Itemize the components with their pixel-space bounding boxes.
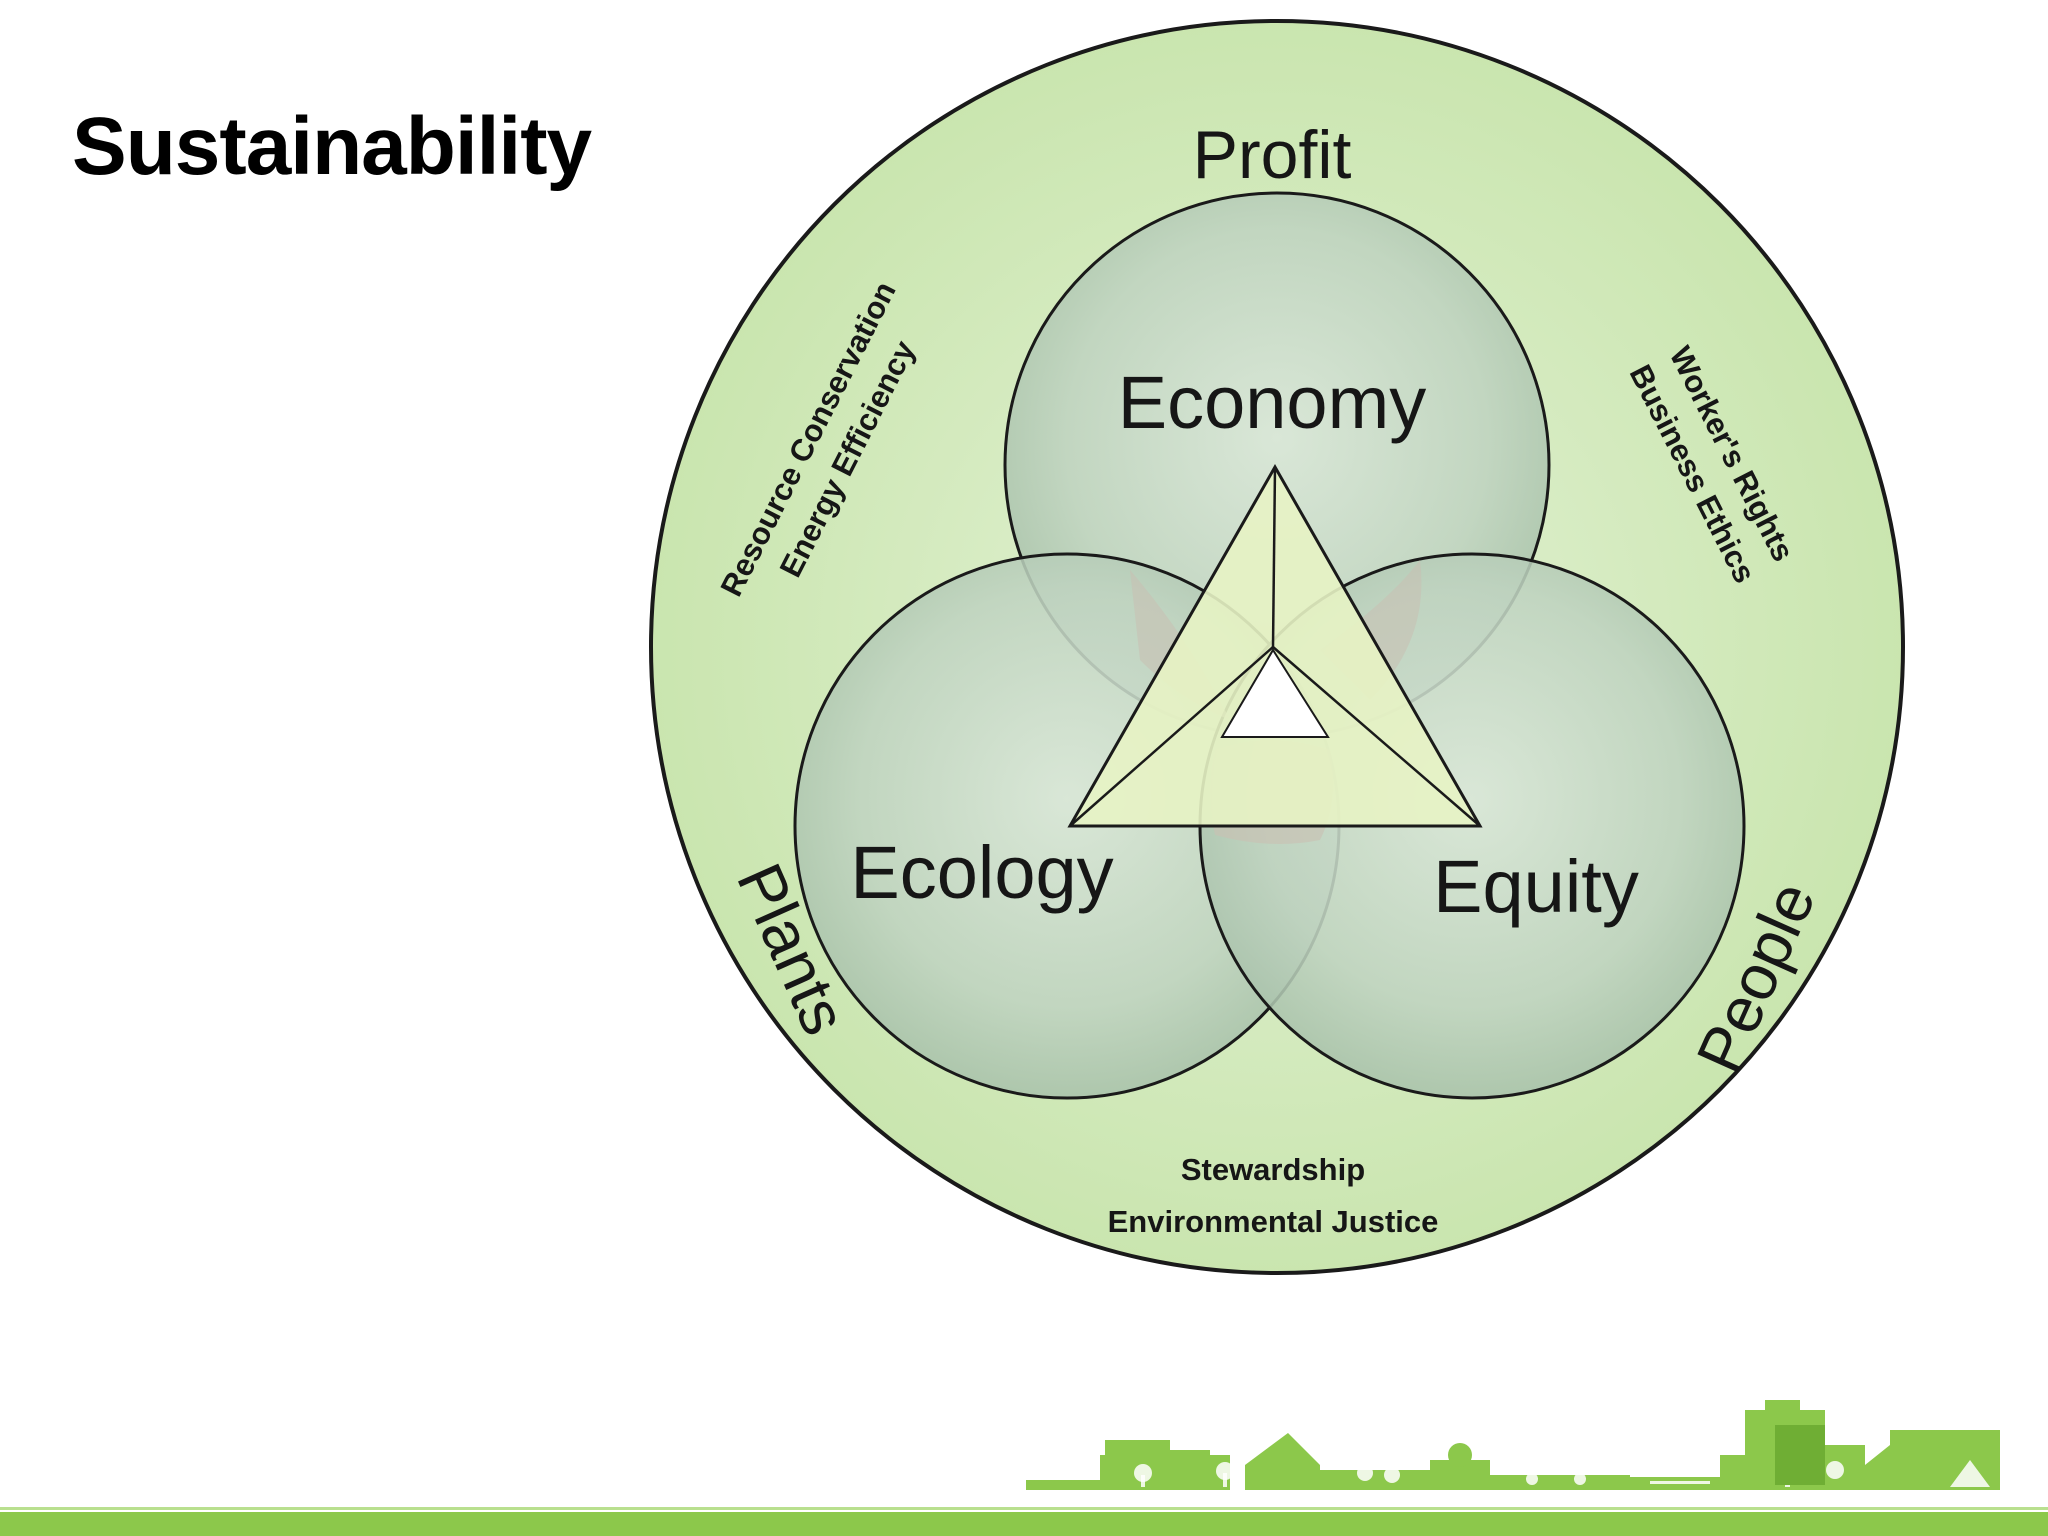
note-stewardship: Stewardship	[1181, 1152, 1365, 1187]
triangle-median-top	[1271, 466, 1277, 648]
note-environmental-justice: Environmental Justice	[1108, 1204, 1439, 1239]
label-ecology: Ecology	[850, 831, 1113, 914]
slide-title: Sustainability	[72, 101, 592, 192]
sustainability-diagram: Profit Plants People Economy Ecology Equ…	[649, 19, 1905, 1275]
footer-accent-line	[0, 1507, 2048, 1510]
label-profit: Profit	[1193, 117, 1352, 193]
footer-skyline-graphic	[1026, 1400, 2000, 1490]
label-equity: Equity	[1433, 845, 1639, 928]
triangle-median-left	[1069, 646, 1274, 827]
center-white	[1220, 648, 1330, 738]
label-economy: Economy	[1118, 361, 1426, 444]
footer-bar	[0, 1512, 2048, 1536]
triangle-median-right	[1272, 646, 1481, 827]
